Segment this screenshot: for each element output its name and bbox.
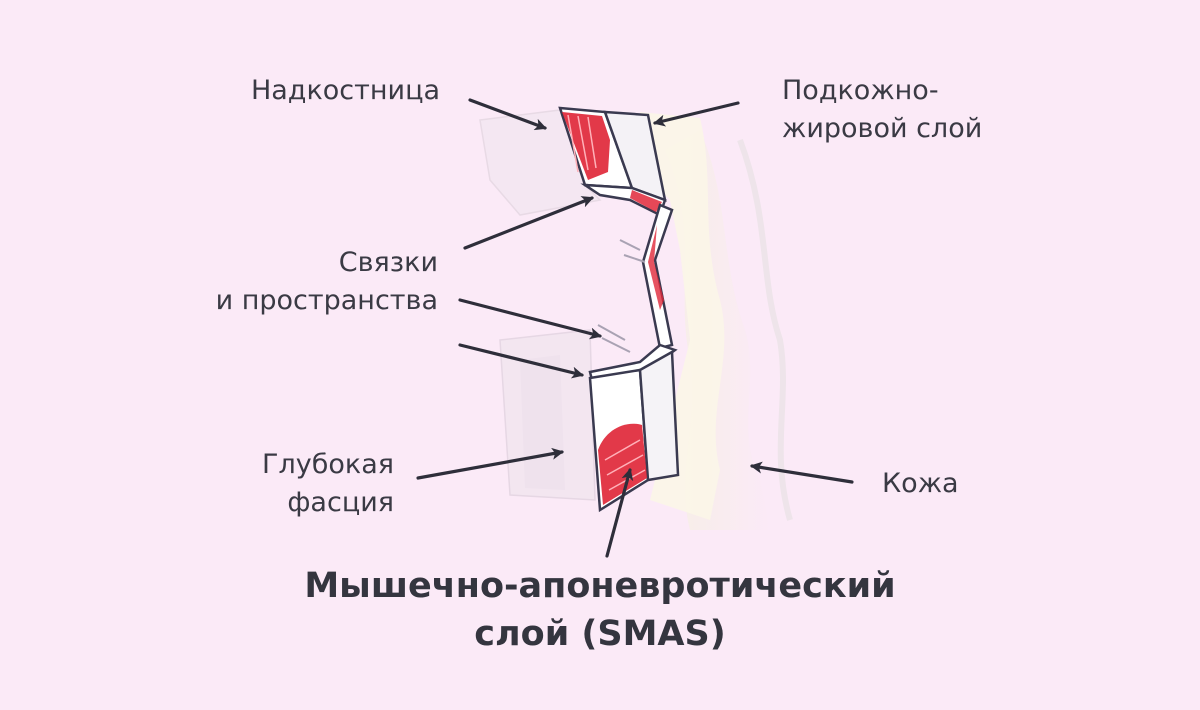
diagram-caption: Мышечно-апоневротический слой (SMAS) [304,566,896,654]
label-subcutaneous-fat: Подкожно- жировой слой [782,75,983,144]
arrow-skin [750,461,854,484]
label-skin: Кожа [882,468,959,499]
pointer-arrows [416,98,854,558]
arrow-smas [605,468,634,558]
label-deep-fascia: Глубокая фасция [262,449,394,518]
smas-layer [558,106,680,513]
arrow-ligaments-middle [458,298,602,340]
arrow-ligaments-top [463,196,594,250]
label-periosteum: Надкостница [250,75,440,106]
arrow-deep-fascia [416,447,564,480]
subcutaneous-fat-layer [640,112,725,520]
label-ligaments: Связки и пространства [215,247,438,316]
arrow-subcutaneous-fat [653,101,740,127]
arrow-ligaments-bottom [458,343,584,379]
arrow-periosteum [468,98,547,131]
